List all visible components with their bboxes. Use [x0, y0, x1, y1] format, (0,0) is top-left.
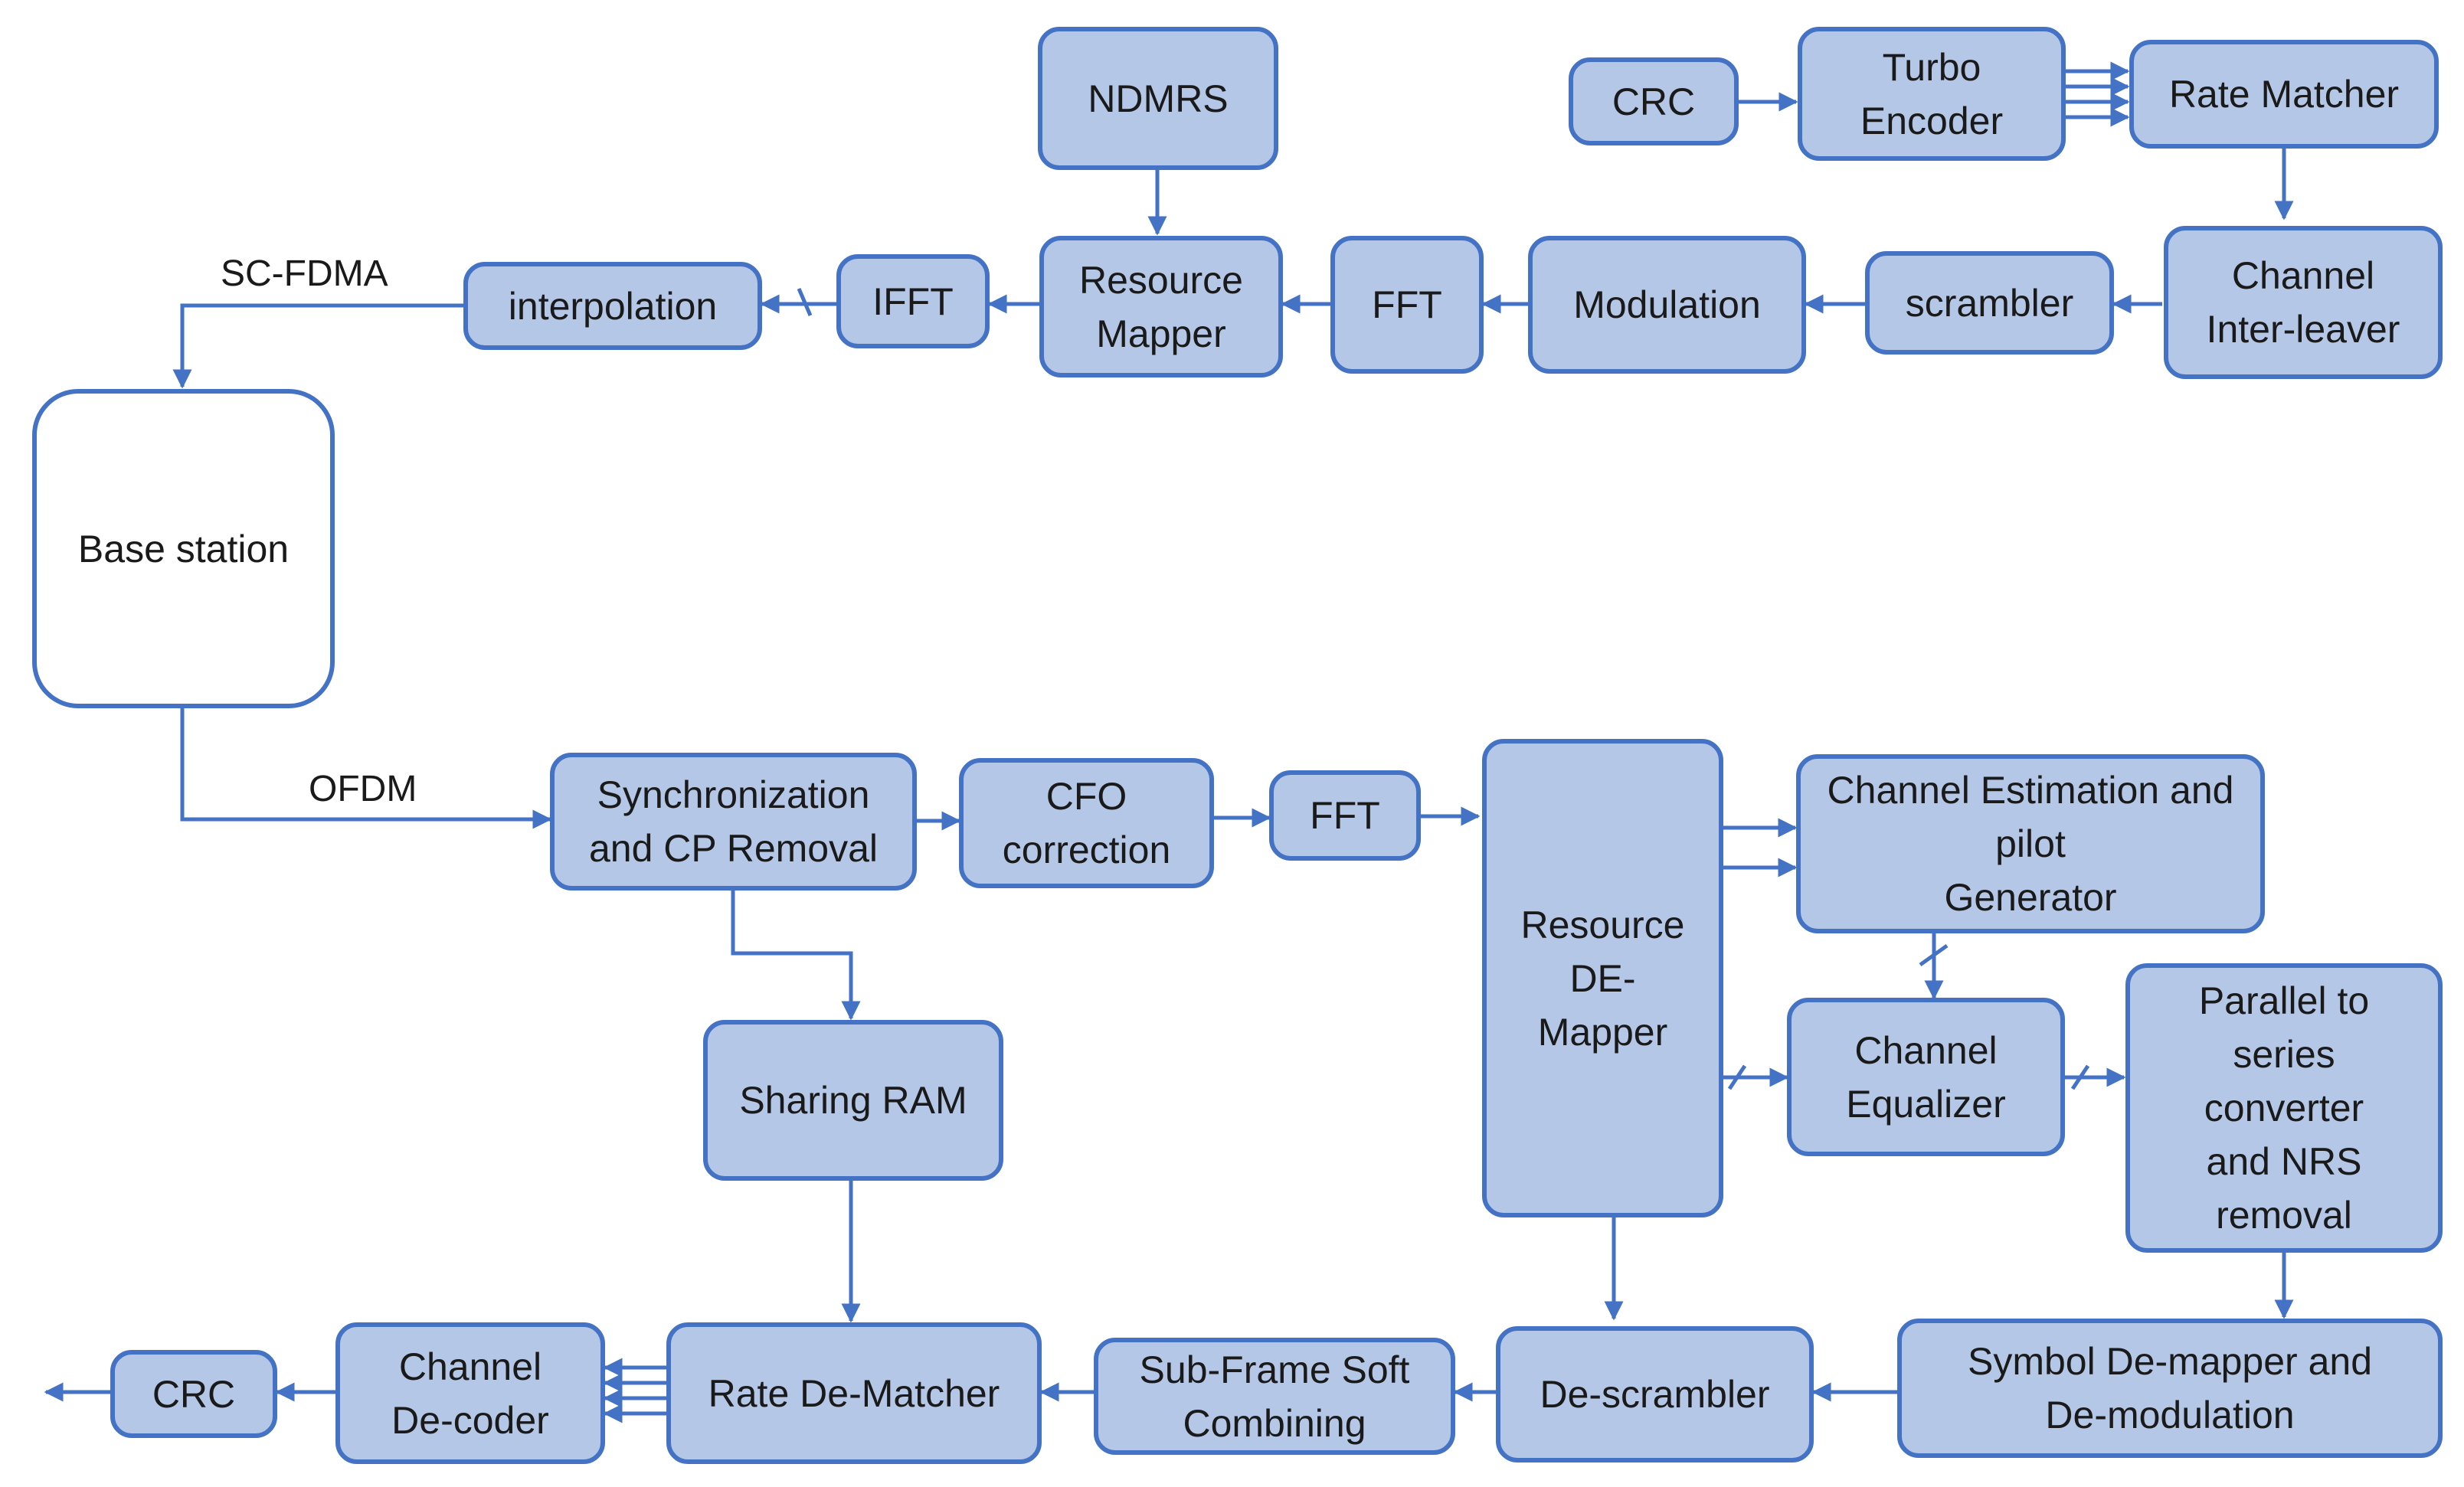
- parallel-to-series-block: Parallel to series converter and NRS rem…: [2125, 963, 2443, 1253]
- arrow-base-station-to-sync: [180, 708, 552, 829]
- ofdm-label: OFDM: [309, 769, 417, 809]
- subframe-soft-combining-block: Sub-Frame Soft Combining: [1094, 1338, 1455, 1455]
- ifft-block: IFFT: [836, 254, 990, 348]
- fft-tx-block: FFT: [1330, 236, 1484, 374]
- slash-equalizer-parallel: [2070, 1064, 2090, 1090]
- descrambler-block: De-scrambler: [1496, 1326, 1814, 1462]
- modulation-block: Modulation: [1528, 236, 1806, 374]
- rate-matcher-block: Rate Matcher: [2129, 40, 2439, 149]
- sync-cp-removal-block: Synchronization and CP Removal: [550, 753, 917, 891]
- channel-estimation-block: Channel Estimation and pilot Generator: [1796, 754, 2265, 933]
- sc-fdma-label: SC-FDMA: [221, 253, 388, 294]
- channel-interleaver-block: Channel Inter-leaver: [2164, 226, 2443, 379]
- cfo-correction-block: CFO correction: [959, 758, 1214, 888]
- ndmrs-block: NDMRS: [1038, 27, 1278, 170]
- scrambler-block: scrambler: [1865, 251, 2114, 355]
- symbol-demapper-block: Symbol De-mapper and De-modulation: [1897, 1319, 2443, 1458]
- interpolation-block: interpolation: [463, 262, 762, 350]
- channel-equalizer-block: Channel Equalizer: [1787, 998, 2065, 1156]
- arrow-interpolation-to-base-station: [172, 303, 463, 389]
- resource-mapper-block: Resource Mapper: [1039, 236, 1283, 377]
- crc-tx-block: CRC: [1569, 57, 1739, 145]
- slash-demapper-equalizer: [1727, 1064, 1747, 1090]
- base-station-block: Base station: [32, 389, 335, 708]
- channel-decoder-block: Channel De-coder: [335, 1322, 605, 1464]
- fft-rx-block: FFT: [1269, 770, 1421, 861]
- rate-dematcher-block: Rate De-Matcher: [666, 1322, 1042, 1464]
- resource-demapper-block: Resource DE- Mapper: [1482, 739, 1723, 1217]
- sharing-ram-block: Sharing RAM: [703, 1020, 1003, 1181]
- slash-ifft-interpolation: [797, 288, 813, 316]
- crc-rx-block: CRC: [110, 1350, 277, 1438]
- turbo-encoder-block: Turbo Encoder: [1798, 27, 2066, 161]
- slash-estimation-equalizer: [1919, 943, 1949, 967]
- arrow-sync-to-sharing-ram: [731, 891, 861, 1021]
